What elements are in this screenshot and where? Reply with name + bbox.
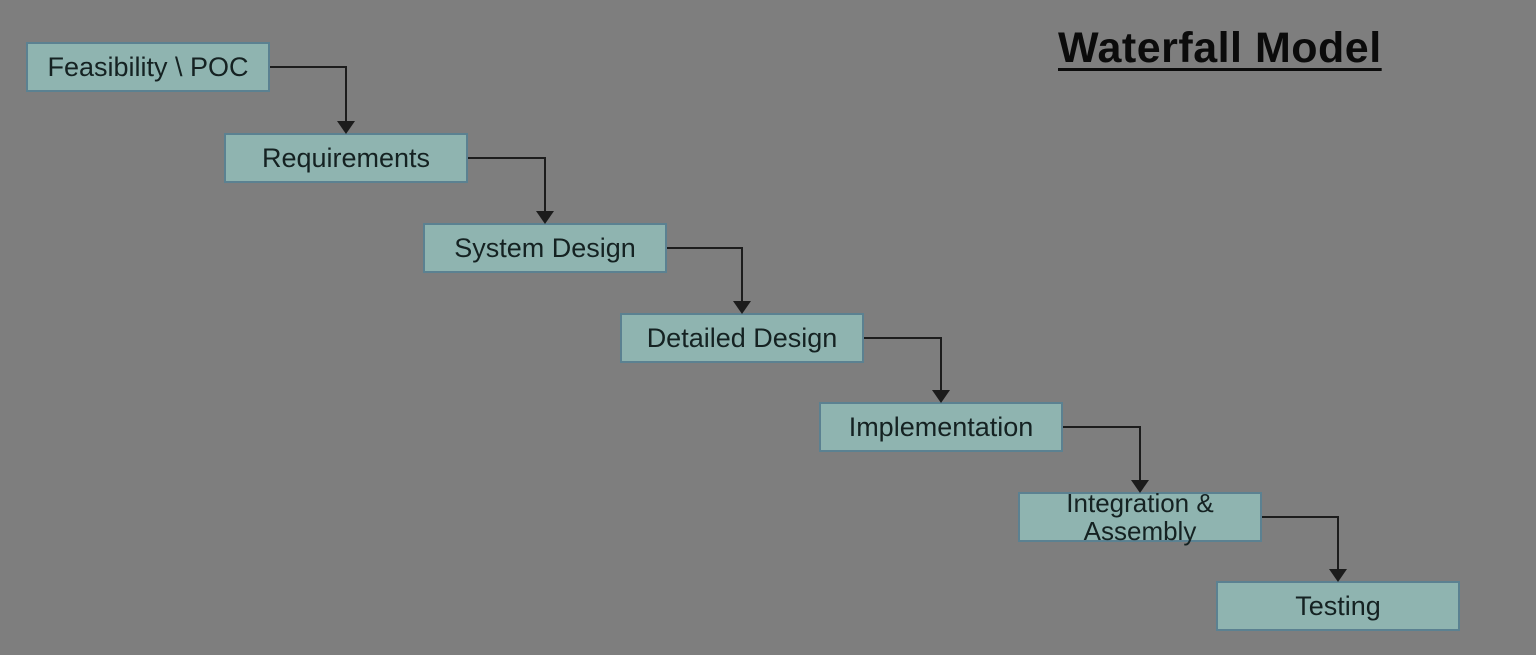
stage-box-system-design: System Design	[423, 223, 667, 273]
connector-arrow-5	[1063, 426, 1149, 493]
stage-box-implementation: Implementation	[819, 402, 1063, 452]
stage-label: Detailed Design	[646, 323, 838, 353]
connector-arrow-6	[1262, 516, 1347, 582]
stage-box-detailed-design: Detailed Design	[620, 313, 864, 363]
connector-arrow-4	[864, 337, 950, 403]
page-title: Waterfall Model	[1058, 24, 1382, 72]
stage-box-integration-assembly: Integration & Assembly	[1018, 488, 1262, 546]
stage-box-testing: Testing	[1216, 581, 1460, 631]
stage-label: Testing	[1295, 591, 1381, 621]
connector-arrow-1	[270, 66, 355, 134]
stage-label: Integration & Assembly	[1066, 488, 1214, 546]
stage-box-feasibility-poc: Feasibility \ POC	[26, 42, 270, 92]
connector-arrow-2	[468, 157, 554, 224]
stage-label: Requirements	[261, 143, 431, 173]
stage-label: Feasibility \ POC	[47, 52, 249, 82]
connector-arrow-3	[667, 247, 751, 314]
stage-label: Implementation	[848, 412, 1034, 442]
stage-box-requirements: Requirements	[224, 133, 468, 183]
stage-label: System Design	[454, 233, 636, 263]
